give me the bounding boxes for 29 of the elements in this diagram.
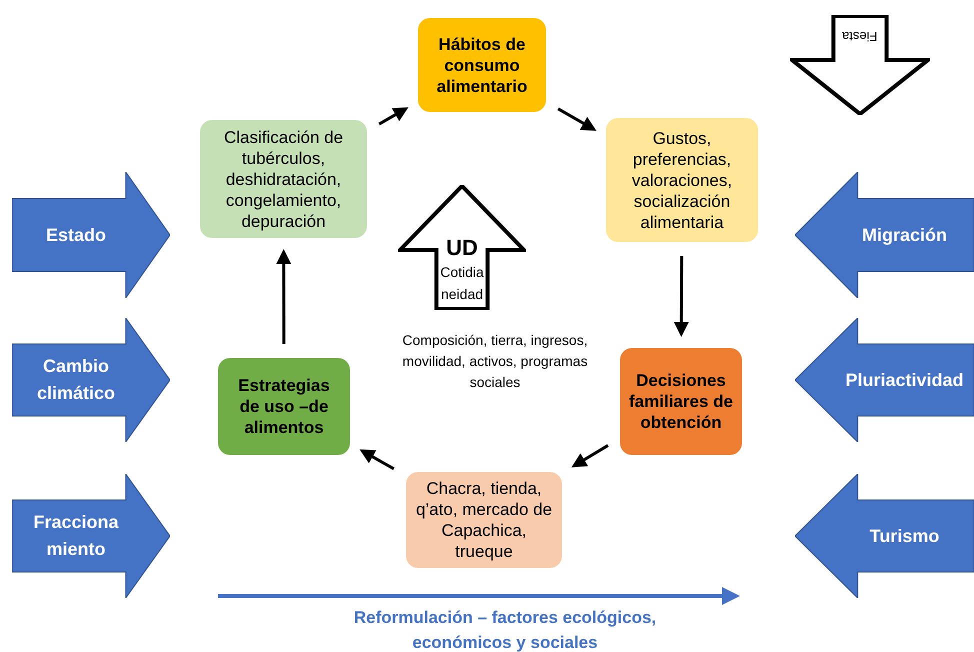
- arrow: [378, 107, 408, 126]
- process-box: [418, 18, 546, 112]
- box-label: Chacra, tienda, q’ato, mercado de Capachica, trueque: [414, 478, 554, 562]
- box-label: Gustos, preferencias, valoraciones, socialización alimentaria: [630, 128, 734, 232]
- box-label: Clasificación de tubérculos, deshidratación, congelamiento, depuración: [222, 126, 344, 232]
- arrow: [557, 107, 596, 131]
- arrow-label: Fiesta: [842, 28, 878, 44]
- box-label: Estrategias de uso –de alimentos: [237, 375, 331, 438]
- box-label: Hábitos de consumo alimentario: [436, 34, 528, 96]
- arrow-label: Cambio climático: [36, 355, 116, 405]
- arrow: [571, 444, 609, 468]
- arrow-label: Fracciona miento: [32, 511, 120, 561]
- arrow-label: Pluriactividad: [845, 368, 964, 392]
- box-label: Decisiones familiares de obtención: [628, 370, 734, 433]
- process-box: [606, 118, 758, 242]
- arrow-label: Turismo: [870, 524, 940, 548]
- arrow: [360, 449, 395, 470]
- process-box: [620, 348, 742, 455]
- arrow: [276, 249, 292, 344]
- process-box: [200, 120, 367, 238]
- process-box: [406, 472, 562, 568]
- note-text: Composición, tierra, ingresos, movilidad, activos, programas sociales: [401, 331, 589, 392]
- arrow-label: UD: [446, 234, 478, 260]
- arrow-label: Estado: [44, 224, 107, 246]
- arrow-label: Cotidia neidad: [439, 262, 485, 304]
- process-box: [218, 358, 350, 455]
- arrow: [674, 256, 689, 337]
- caption-text: Reformulación – factores ecológicos, económicos y sociales: [352, 607, 658, 652]
- arrow-label: Migración: [862, 224, 947, 247]
